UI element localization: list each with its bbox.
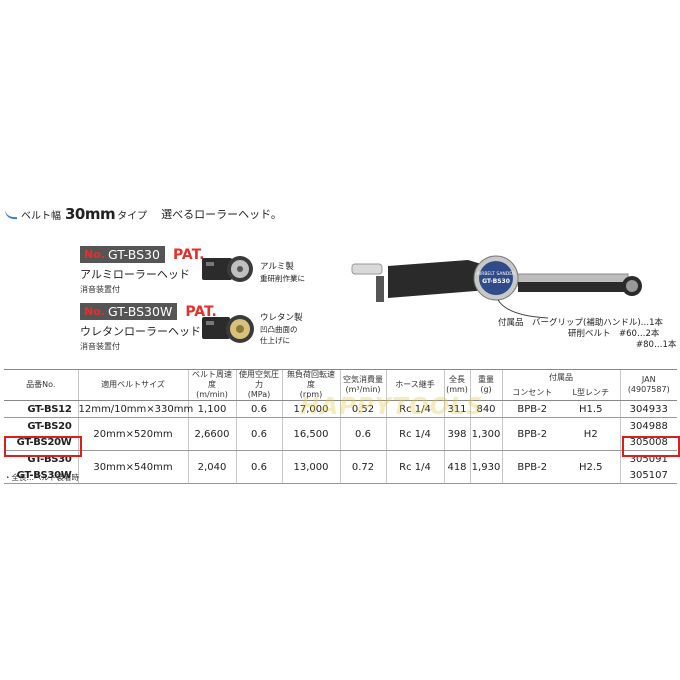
belt-size-cell: 30mm×540mm [77,450,188,484]
model-badge-row-2: No. GT-BS30W PAT. [80,303,217,320]
air-pressure-cell: 0.6 [235,450,282,484]
accessories-line-1: 付属品 バーグリップ(補助ハンドル)…1本 [498,318,664,328]
roller-use: 重研削作業に [260,274,305,283]
model-sub: 消音装置付 [80,342,120,351]
wrench-cell: H1.5 [562,400,620,418]
header-belt-speed: ベルト周速度 (m/min) [187,369,236,401]
weight-cell: 1,930 [469,450,502,484]
air-consumption-cell: 0.6 [339,417,386,451]
jan-cell: 304988 [619,417,677,434]
product-name: GT-BS20W [4,434,78,451]
weight-cell: 840 [469,400,502,418]
urethane-roller-head-image [202,315,254,343]
swoosh-icon [5,210,17,220]
table-row: GT-BS20W 305008 [4,434,677,451]
belt-size-cell: 20mm×520mm [77,417,188,451]
accessories-line-2: 研削ベルト #60…2本 [568,329,660,339]
belt-size-cell: 12mm/10mm×330mm [77,400,193,418]
air-pressure-cell: 0.6 [235,417,282,451]
belt-speed-cell: 1,100 [187,400,236,418]
table-row: GT-BS30W 305107 [4,467,677,484]
header-accessories: 付属品 [501,369,620,385]
length-cell: 398 [443,417,470,451]
roller-note-2: ウレタン製 凹凸曲面の 仕上げに [260,313,303,346]
product-label-2: GT-BS30 [482,278,510,285]
header-product-no: 品番No. [4,369,78,401]
model-name: アルミローラーヘッド [80,268,190,281]
hose-joint-cell: Rc 1/4 [385,450,444,484]
belt-width-label: ベルト幅 [21,210,61,222]
hose-joint-cell: Rc 1/4 [385,400,444,418]
no-load-speed-cell: 13,000 [281,450,340,484]
belt-speed-cell: 2,040 [187,450,236,484]
header-air-pressure: 使用空気圧力 (MPa) [235,369,282,401]
model-sub: 消音装置付 [80,285,120,294]
product-name: GT-BS12 [4,400,78,418]
jan-cell: 305091 [619,450,677,467]
length-cell: 418 [443,450,470,484]
air-pressure-cell: 0.6 [235,400,282,418]
no-prefix: No. [84,305,105,318]
jan-cell: 304933 [619,400,677,418]
roller-use-2: 仕上げに [260,336,290,345]
no-prefix: No. [84,248,105,261]
model-name: ウレタンローラーヘッド [80,325,201,338]
header-air-consumption: 空気消費量 (m³/min) [339,369,386,401]
no-load-speed-cell: 17,000 [281,400,340,418]
type-label: タイプ [117,210,148,222]
hose-joint-cell: Rc 1/4 [385,417,444,451]
header-weight: 重量 (g) [469,369,502,401]
header-no-load-speed: 無負荷回転速度 (rpm) [281,369,340,401]
accessories-line-3: #80…1本 [636,340,677,350]
outlet-cell: BPB-2 [501,450,562,484]
table-row: GT-BS30 30mm×540mm 2,040 0.6 13,000 0.72… [4,450,677,484]
model-code: GT-BS30W [107,304,173,319]
air-consumption-cell: 0.52 [339,400,386,418]
model-badge: No. GT-BS30W [80,303,178,320]
roller-note-1: アルミ製 重研削作業に [260,262,305,284]
header-tagline: 選べるローラーヘッド。 [161,208,282,221]
roller-use: 凹凸曲面の [260,325,298,334]
belt-width-value: 30mm [65,205,116,223]
air-consumption-cell: 0.72 [339,450,386,484]
outlet-cell: BPB-2 [501,417,562,451]
table-row: GT-BS20 20mm×520mm 2,6600 0.6 16,500 0.6… [4,417,677,451]
roller-material: ウレタン製 [260,313,303,323]
header-wrench: L型レンチ [562,385,620,401]
wrench-cell: H2 [562,417,620,451]
roller-material: アルミ製 [260,262,294,272]
pat-mark: PAT. [172,246,205,263]
belt-sander-product-image: AIRBELT SANDER GT-BS30 [351,255,642,319]
model-code: GT-BS30 [107,247,160,262]
jan-cell: 305107 [619,467,677,484]
header-belt-size: 適用ベルトサイズ [77,369,188,401]
length-cell: 311 [443,400,470,418]
weight-cell: 1,300 [469,417,502,451]
header-outlet: コンセント [501,385,562,401]
product-name: GT-BS30W [4,467,78,484]
no-load-speed-cell: 16,500 [281,417,340,451]
product-name: GT-BS30 [27,453,72,465]
model-badge-row-1: No. GT-BS30 PAT. [80,246,204,263]
header-length: 全長 (mm) [443,369,470,401]
spec-table: 品番No. 適用ベルトサイズ ベルト周速度 (m/min) 使用空気圧力 (MP… [4,369,677,484]
product-label-1: AIRBELT SANDER [477,271,515,277]
pat-mark: PAT. [185,303,217,320]
table-footnote: ・全長…ベルト装着時 [4,473,79,482]
jan-cell: 305008 [619,434,677,451]
header-jan: JAN (4907587) [619,369,677,401]
section-header: ベルト幅 30mm タイプ 選べるローラーヘッド。 [4,204,282,224]
aluminum-roller-head-image [202,256,253,282]
watermark: HAPPYTOOLS [300,394,484,420]
belt-speed-cell: 2,6600 [187,417,236,451]
table-row: GT-BS12 12mm/10mm×330mm 1,100 0.6 17,000… [4,400,677,418]
outlet-cell: BPB-2 [501,400,562,418]
header-hose-joint: ホース継手 [385,369,444,401]
model-badge: No. GT-BS30 [80,246,165,263]
product-name: GT-BS20 [27,420,72,432]
wrench-cell: H2.5 [562,450,620,484]
